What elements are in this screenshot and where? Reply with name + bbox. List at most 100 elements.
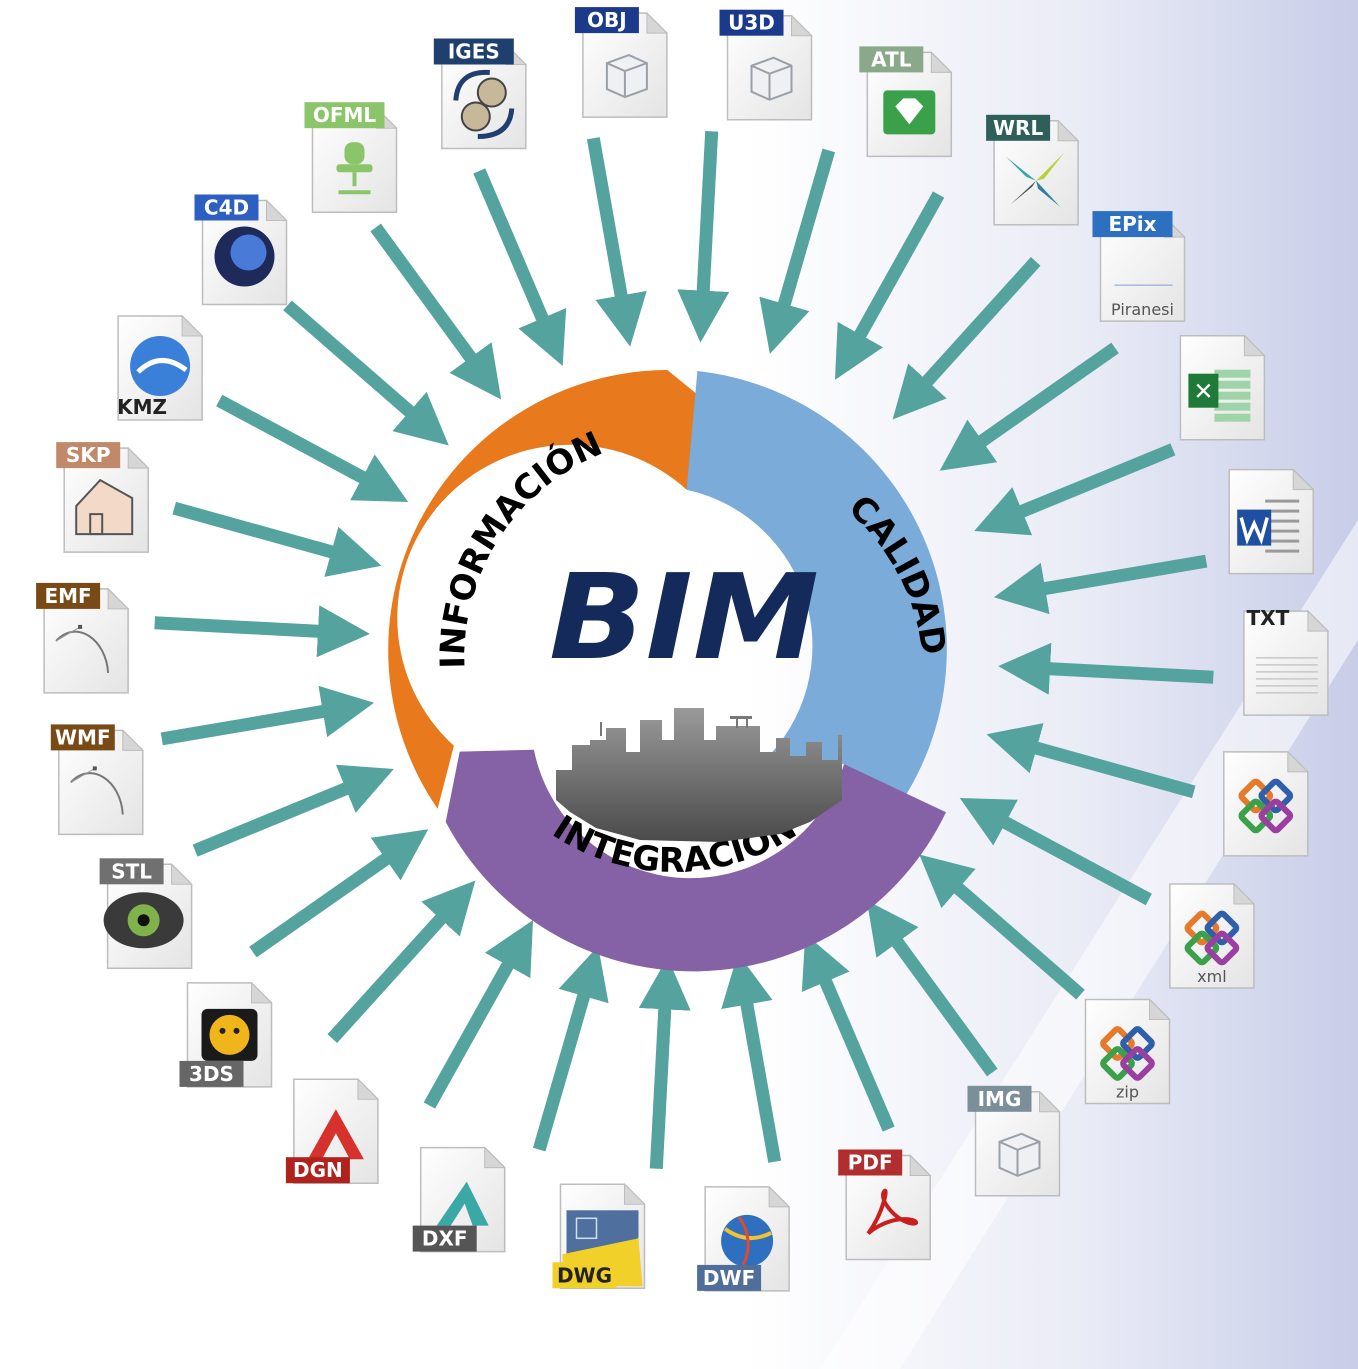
- inflow-arrow: [866, 900, 998, 1077]
- text-lines-icon: [1255, 657, 1318, 694]
- inflow-arrow: [919, 854, 1085, 1000]
- city-skyline-icon: [556, 708, 842, 842]
- file-format-dwg: DWG: [552, 1183, 646, 1290]
- ifc-icon: [1100, 1026, 1155, 1081]
- file-format-tag: [412, 1225, 477, 1252]
- file-format-ifc: zip: [1084, 998, 1171, 1105]
- page-fold: [1233, 882, 1256, 905]
- file-format-c4d: C4D: [194, 194, 288, 306]
- page-fold: [1243, 334, 1266, 357]
- file-format-tag: [986, 114, 1051, 141]
- bim-logo: BIM: [549, 548, 819, 686]
- inflow-arrow: [160, 685, 375, 746]
- inflow-arrow: [249, 829, 429, 958]
- file-format-atl: ATL: [859, 46, 953, 158]
- file-format-label: DXF: [422, 1227, 468, 1251]
- office-chair-icon: [336, 142, 373, 195]
- inflow-arrow: [370, 223, 502, 400]
- inflow-arrow: [801, 933, 895, 1132]
- inflow-arrow: [638, 957, 691, 1170]
- inflow-arrow: [939, 342, 1119, 471]
- file-format-stl: STL: [99, 858, 193, 970]
- file-format-dwf: DWF: [697, 1185, 791, 1292]
- segment-integracion: [445, 749, 946, 972]
- segment-informacion: [388, 370, 728, 809]
- file-format-tag: [36, 582, 101, 609]
- inflow-arrow: [834, 191, 945, 380]
- file-format-ofml: OFML: [304, 102, 398, 213]
- diamond-icon: [883, 90, 936, 135]
- page-fold: [624, 1183, 646, 1205]
- file-format-tag: [433, 38, 514, 65]
- page-fold: [646, 11, 669, 34]
- cinema4d-icon: [214, 226, 275, 287]
- bezier-curve-icon: [70, 766, 124, 815]
- file-format-tag: [838, 1149, 903, 1176]
- inflow-arrow: [532, 946, 609, 1152]
- file-format-label: ATL: [871, 47, 912, 71]
- file-format-dgn: DGN: [285, 1077, 380, 1184]
- file-format-label: OFML: [313, 103, 377, 127]
- autodesk-icon: [436, 1181, 489, 1226]
- file-format-ifc: [1223, 750, 1310, 857]
- file-format-label: 3DS: [189, 1062, 234, 1086]
- file-caption: Piranesi: [1111, 300, 1174, 319]
- page-fold: [107, 587, 130, 610]
- file-formats-group: U3DATLWRLPiranesiEPix✕TXTxmlzipIMGPDFDWF…: [36, 7, 1330, 1292]
- file-format-iges: IGES: [433, 38, 528, 150]
- file-format-tag: [179, 1060, 244, 1087]
- excel-icon: ✕: [1188, 369, 1251, 422]
- page-fold: [1039, 1090, 1061, 1113]
- file-format-label: U3D: [728, 11, 775, 35]
- page-fold: [909, 1154, 932, 1176]
- eye-icon: [103, 892, 184, 949]
- inflow-arrow: [974, 443, 1176, 536]
- page-fold: [1307, 609, 1330, 632]
- file-format-word: [1228, 468, 1315, 575]
- inflow-arrow: [993, 554, 1208, 615]
- file-format-label: STL: [111, 859, 152, 883]
- page-fold: [171, 863, 193, 885]
- file-format-obj: OBJ: [574, 7, 669, 118]
- inflow-arrow: [721, 953, 782, 1163]
- file-format-wrl: WRL: [986, 114, 1080, 226]
- svg-text:✕: ✕: [1193, 378, 1213, 406]
- inflow-arrow: [423, 920, 534, 1109]
- file-format-tag: [697, 1264, 762, 1291]
- file-format-excel: ✕: [1179, 334, 1266, 441]
- page-fold: [1292, 468, 1315, 491]
- inflow-arrow: [172, 501, 382, 577]
- wireframe-box-icon: [998, 1132, 1041, 1177]
- autocad-icon: [307, 1109, 364, 1160]
- page-fold: [1149, 998, 1171, 1020]
- file-format-tag: [552, 1262, 617, 1289]
- arrows-group: [154, 130, 1214, 1170]
- file-format-tag: [56, 442, 121, 469]
- inflow-arrow: [759, 148, 836, 354]
- page-fold: [251, 981, 273, 1004]
- page-fold: [930, 51, 953, 73]
- file-format-label: IMG: [978, 1087, 1022, 1111]
- file-format-tag: [194, 194, 259, 221]
- page-fold: [266, 199, 288, 221]
- file-format-label: C4D: [204, 196, 249, 220]
- file-format-label: WRL: [993, 116, 1043, 140]
- inflow-arrow: [586, 137, 647, 347]
- file-format-label: DWG: [557, 1263, 612, 1287]
- file-format-tag: [99, 858, 164, 885]
- inflow-arrow: [677, 130, 730, 343]
- cycle-gears-icon: [453, 69, 515, 139]
- inflow-arrow: [283, 300, 449, 446]
- file-format-label: DWF: [703, 1266, 755, 1290]
- inflow-arrow: [998, 642, 1214, 695]
- file-format-tag: [1092, 211, 1173, 238]
- file-format-dxf: DXF: [412, 1146, 506, 1253]
- file-format-img: IMG: [967, 1085, 1061, 1197]
- page-fold: [484, 1146, 506, 1169]
- file-caption: xml: [1197, 967, 1227, 986]
- google-earth-icon: [130, 336, 191, 396]
- file-format-label: TXT: [1247, 606, 1290, 630]
- file-format-label: OBJ: [587, 8, 627, 32]
